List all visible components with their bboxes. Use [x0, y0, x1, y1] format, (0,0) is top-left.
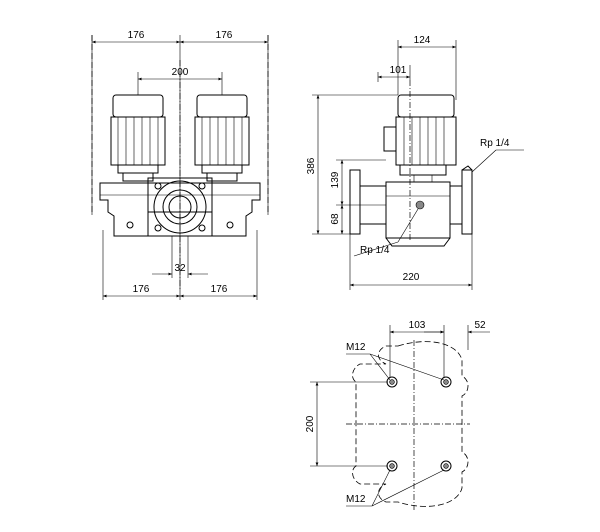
left-motor: [110, 94, 166, 182]
dim-side-68: 68: [330, 213, 341, 225]
dim-outlet: 32: [174, 263, 186, 274]
bolt-hole-top-right: [440, 376, 452, 388]
dim-motor-spacing: 200: [172, 67, 189, 78]
dim-plan-52: 52: [474, 320, 486, 331]
dim-side-101: 101: [390, 65, 407, 76]
label-m12-top: M12: [346, 342, 366, 353]
plan-view: 103 52 200 M12: [305, 320, 490, 510]
dim-plan-200: 200: [305, 415, 316, 432]
label-m12-bottom: M12: [346, 494, 366, 505]
side-pump-body: [349, 165, 473, 247]
dim-side-139: 139: [330, 171, 341, 188]
side-motor: [383, 94, 457, 182]
pump-housing-front: [99, 177, 261, 237]
dim-front-bottom-left: 176: [133, 284, 150, 295]
label-rp-bottom: Rp 1/4: [360, 245, 390, 256]
label-rp-top: Rp 1/4: [480, 138, 510, 149]
dim-side-220: 220: [403, 272, 420, 283]
dim-front-bottom-right: 176: [211, 284, 228, 295]
dim-front-top-left: 176: [128, 30, 145, 41]
front-view: 176 176 200: [91, 30, 269, 300]
bolt-hole-top-left: [386, 376, 398, 388]
side-view: 124 101: [306, 35, 524, 290]
dim-side-386: 386: [306, 157, 317, 174]
bolt-hole-bottom-right: [440, 460, 452, 472]
dim-plan-103: 103: [409, 320, 426, 331]
dim-front-top-right: 176: [216, 30, 233, 41]
right-motor: [194, 94, 250, 182]
bolt-hole-bottom-left: [386, 460, 398, 472]
dim-side-124: 124: [414, 35, 431, 46]
